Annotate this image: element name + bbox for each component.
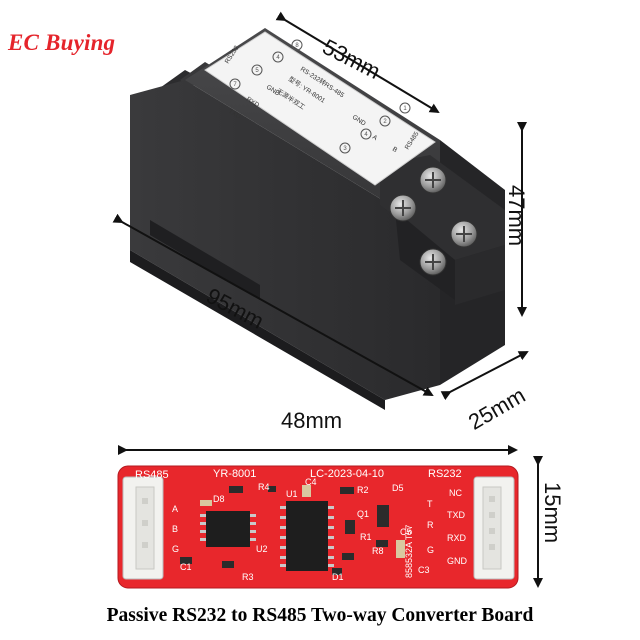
board-model: YR-8001 [213,468,256,480]
label-num-r4: 1 [403,106,407,112]
board-pin-b: B [172,524,178,534]
ref-r4: R4 [258,482,270,492]
arrow-95mm [112,213,434,396]
arrow-53mm [275,11,440,114]
ref-c1: C1 [180,562,192,572]
board-pin-txd: TXD [447,510,466,520]
label-num-r3: 2 [383,119,387,125]
label-right-pin-a: A [371,134,379,143]
board-pin-t: T [427,499,433,509]
ref-d8: D8 [213,494,225,504]
ref-c3: C3 [418,565,430,575]
label-num-l2: 5 [255,68,259,74]
board-chip-text: 858532A T57 [404,525,414,578]
label-num-l1: 7 [233,82,237,88]
ref-r3: R3 [242,572,254,582]
ic-chip-u1 [286,501,328,571]
ref-d5: D5 [392,483,404,493]
ref-u1: U1 [286,489,298,499]
board-date: LC-2023-04-10 [310,468,384,480]
ref-r2: R2 [357,485,369,495]
label-num-r1: 3 [343,146,347,152]
brand-logo: EC Buying [8,30,116,55]
ref-c5: C5 [400,527,412,537]
ic-chip-u2 [206,511,250,547]
product-caption: Passive RS232 to RS485 Two-way Converter… [106,605,534,626]
dimension-label-47mm: 47mm [504,185,529,247]
dimension-arrows [112,11,543,588]
label-num-l4: 8 [295,43,299,49]
ref-c4: C4 [305,477,317,487]
board-pin-gnd: GND [447,556,468,566]
board-rs485-label: RS485 [135,469,169,481]
dimension-label-48mm: 48mm [281,408,343,433]
label-num-r2: 4 [364,132,368,138]
ref-q1: Q1 [357,509,369,519]
ref-r8: R8 [372,546,384,556]
board-pin-r: R [427,520,434,530]
din-rail-module: RS232 GND RXD TXD RS-232转RS-485 型号: YR-8… [130,28,505,410]
board-pin-a: A [172,504,178,514]
board-pin-g-right: G [427,545,434,555]
dimension-label-15mm: 15mm [540,482,565,544]
ref-u2: U2 [256,544,268,554]
converter-pcb: RS485 YR-8001 LC-2023-04-10 RS232 A B G … [117,465,519,589]
board-rs232-label: RS232 [428,468,462,480]
ref-r1: R1 [360,532,372,542]
board-pin-g-left: G [172,544,179,554]
ref-d1: D1 [332,572,344,582]
arrow-25mm [440,351,529,401]
label-right-pin-b: B [391,146,398,154]
board-pin-rxd: RXD [447,533,467,543]
board-pin-nc: NC [449,488,462,498]
